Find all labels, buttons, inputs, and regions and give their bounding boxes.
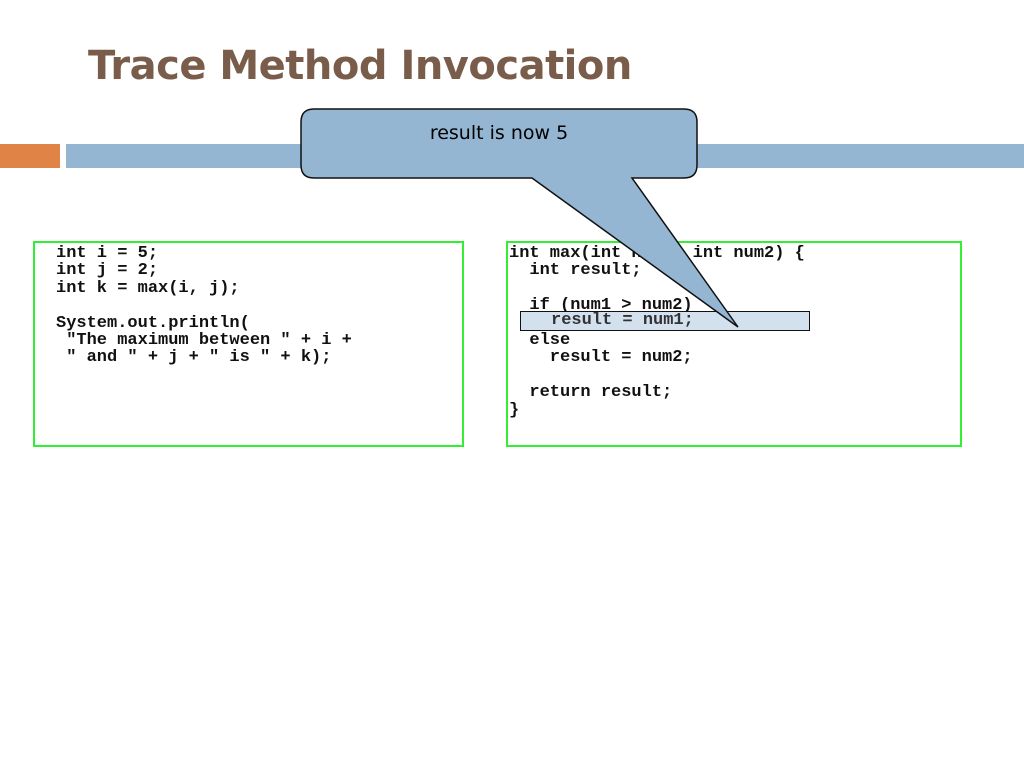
method-code: int max(int num1, int num2) { int result… <box>509 244 805 420</box>
accent-bar-orange <box>0 144 60 168</box>
slide-title: Trace Method Invocation <box>88 43 632 89</box>
highlighted-code-line: result = num1; <box>520 311 810 331</box>
caller-code-box: int i = 5; int j = 2; int k = max(i, j);… <box>33 241 464 447</box>
caller-code: int i = 5; int j = 2; int k = max(i, j);… <box>56 244 352 368</box>
method-code-box: int max(int num1, int num2) { int result… <box>506 241 962 447</box>
accent-bar-blue <box>66 144 1024 168</box>
callout-text: result is now 5 <box>429 122 569 144</box>
highlighted-code-text: result = num1; <box>551 311 694 330</box>
